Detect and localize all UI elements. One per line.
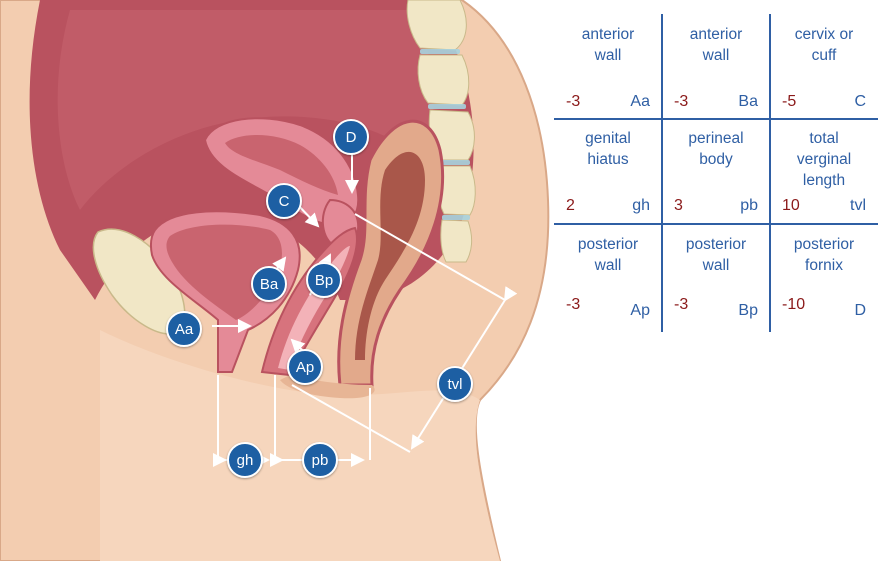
cell-label: posterior wall [662,234,770,276]
cell-label: genital hiatus [554,128,662,170]
marker-Ba: Ba [251,266,287,302]
popq-grid: anterior wall -3 Aa anterior wall -3 Ba … [554,14,878,334]
grid-cell-gh: genital hiatus 2 gh [554,118,662,224]
marker-Ap: Ap [287,349,323,385]
cell-value: -3 [566,296,580,314]
cell-value: 3 [674,197,683,215]
grid-cell-Aa: anterior wall -3 Aa [554,14,662,120]
cell-label: posterior wall [554,234,662,276]
cell-code: Bp [738,302,758,320]
cell-value: 10 [782,197,800,215]
marker-D: D [333,119,369,155]
cell-value: -3 [674,296,688,314]
cell-value: -3 [674,93,688,111]
cell-code: pb [740,197,758,215]
marker-Bp: Bp [306,262,342,298]
cell-value: -10 [782,296,805,314]
grid-cell-Bp: posterior wall -3 Bp [662,224,770,330]
grid-cell-Ap: posterior wall -3 Ap [554,224,662,330]
cell-code: D [854,302,866,320]
cell-label: anterior wall [554,24,662,66]
cell-label: perineal body [662,128,770,170]
cell-label: anterior wall [662,24,770,66]
cell-code: Aa [630,93,650,111]
cell-label: posterior fornix [770,234,878,276]
cell-code: gh [632,197,650,215]
cell-value: -3 [566,93,580,111]
marker-pb: pb [302,442,338,478]
grid-cell-pb: perineal body 3 pb [662,118,770,224]
grid-cell-C: cervix or cuff -5 C [770,14,878,120]
grid-cell-Ba: anterior wall -3 Ba [662,14,770,120]
grid-cell-tvl: total verginal length 10 tvl [770,118,878,224]
marker-C: C [266,183,302,219]
cell-value: 2 [566,197,575,215]
cell-label: cervix or cuff [770,24,878,66]
cell-code: C [854,93,866,111]
grid-cell-D: posterior fornix -10 D [770,224,878,330]
cell-code: Ba [738,93,758,111]
cell-value: -5 [782,93,796,111]
marker-Aa: Aa [166,311,202,347]
cell-label: total verginal length [770,128,878,191]
cell-code: tvl [850,197,866,215]
marker-gh: gh [227,442,263,478]
cell-code: Ap [630,302,650,320]
marker-tvl: tvl [437,366,473,402]
